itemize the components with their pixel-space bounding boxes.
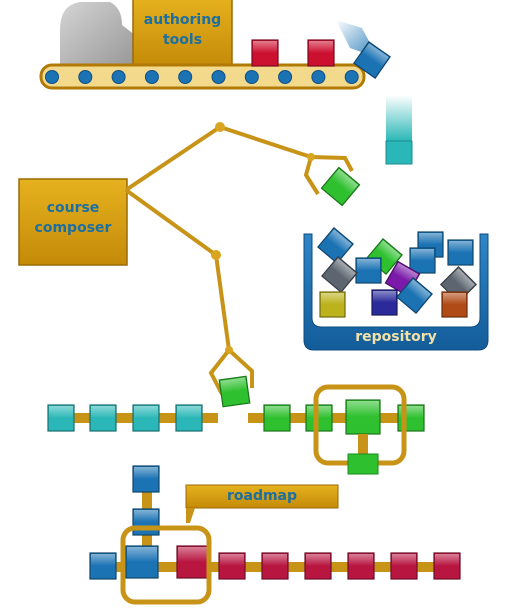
authoring-tools-line-2: tools — [162, 32, 203, 48]
conveyor-roller — [45, 70, 59, 84]
course-block — [89, 552, 117, 580]
conveyor-belt — [39, 63, 366, 90]
conveyor-roller — [244, 70, 259, 84]
belt-block — [307, 39, 335, 67]
course-block — [89, 404, 117, 432]
authoring-tools-box — [132, 0, 233, 69]
repository-block — [371, 289, 398, 316]
roadmap-label: roadmap — [226, 488, 298, 504]
conveyor-roller — [344, 70, 359, 84]
authoring-tools-label: authoring tools — [133, 10, 232, 50]
roadmap-bar — [185, 484, 339, 523]
module-highlight-frame-bottom — [120, 525, 212, 605]
stack-block — [132, 508, 160, 536]
selected-course-block — [345, 399, 381, 435]
repository-label: repository — [355, 329, 437, 345]
course-block — [218, 552, 246, 580]
conveyor-roller — [211, 70, 226, 84]
course-composer-label: course composer — [19, 198, 127, 238]
repository-block — [355, 257, 382, 284]
course-block — [261, 552, 289, 580]
repository-block — [441, 291, 468, 318]
gripped-block — [320, 166, 361, 207]
course-block — [175, 404, 203, 432]
course-composer-line-2: composer — [34, 220, 112, 236]
conveyor-roller — [278, 70, 293, 84]
repository-bin — [303, 233, 489, 351]
conveyor-roller — [178, 70, 193, 84]
robot-silhouette-icon — [60, 2, 135, 70]
extracted-module — [347, 453, 379, 475]
course-block — [390, 552, 418, 580]
authoring-tools-line-1: authoring — [143, 12, 222, 28]
repository-block — [396, 277, 433, 314]
course-block — [132, 404, 160, 432]
course-block — [347, 552, 375, 580]
course-block — [47, 404, 75, 432]
repository-block — [321, 256, 358, 293]
stack-block — [132, 465, 160, 493]
repository-block — [409, 247, 436, 274]
conveyor-roller — [78, 70, 93, 84]
course-block — [304, 552, 332, 580]
belt-block — [251, 39, 279, 67]
selected-course-block — [125, 545, 159, 579]
repository-block — [447, 239, 474, 266]
conveyor-roller — [311, 70, 326, 84]
conveyor-roller — [144, 70, 159, 84]
conveyor-roller — [111, 70, 126, 84]
course-block — [305, 404, 333, 432]
repository-block — [319, 291, 346, 318]
dropping-teal-block — [385, 95, 413, 165]
course-block — [263, 404, 291, 432]
gripped-block — [218, 375, 251, 408]
repository-block — [317, 227, 354, 264]
claw-gripper-icon — [208, 153, 354, 395]
falling-block — [353, 41, 391, 79]
course-block — [176, 545, 210, 579]
course-composer-box — [18, 178, 128, 266]
robotic-arm-icon — [124, 122, 312, 351]
course-block — [433, 552, 461, 580]
course-composer-line-1: course — [46, 200, 100, 216]
